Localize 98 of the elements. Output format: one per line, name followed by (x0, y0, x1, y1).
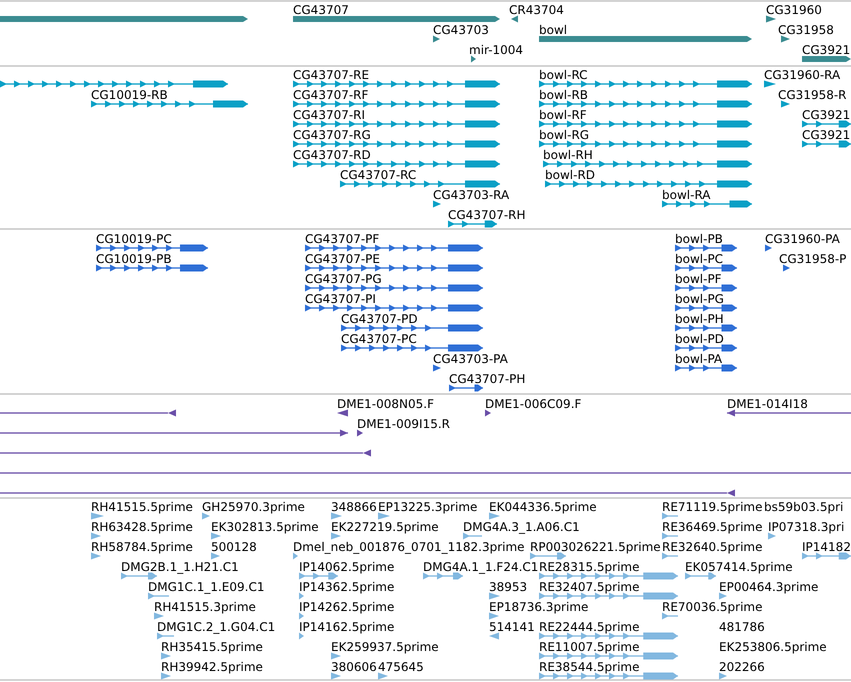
feature-label: CG43707-RF (293, 88, 368, 102)
feature-label: IP14062.5prime (299, 560, 394, 574)
feature-label: CG3921 (802, 128, 850, 142)
feature-label: RE38544.5prime (539, 660, 640, 674)
feature-label: bowl-PD (675, 332, 724, 346)
feature-label: 38953 (489, 580, 528, 594)
feature-label: RP003026221.5prime (530, 540, 661, 554)
feature-label: RH63428.5prime (91, 520, 193, 534)
feature-label: EK057414.5prime (685, 560, 793, 574)
feature-label: bowl-RG (539, 128, 590, 142)
feature-label: RE32640.5prime (662, 540, 762, 554)
feature-label: CG31958 (778, 23, 834, 37)
feature-label: RE22444.5prime (539, 620, 640, 634)
feature-label: RH41515.5prime (91, 500, 193, 514)
feature-label: CG10019-RB (91, 88, 168, 102)
feature-label: CG10019-PC (96, 232, 172, 246)
feature-label: 380606 (331, 660, 377, 674)
feature-label: CG43707-RH (448, 208, 526, 222)
feature-label: CG43707-RI (293, 108, 366, 122)
feature-label: CG10019-PB (96, 252, 172, 266)
feature-label: RE71119.5prime (662, 500, 762, 514)
feature-label: CG43707-PG (305, 272, 382, 286)
feature-label: CG43703-PA (433, 352, 508, 366)
feature-label: DMG2B.1_1.H21.C1 (121, 560, 239, 574)
feature-label: 514141 (489, 620, 535, 634)
feature-label: DMG1C.2_1.G04.C1 (157, 620, 276, 634)
feature-label: CR43704 (509, 3, 564, 17)
feature-label: CG43703-RA (433, 188, 510, 202)
feature-label: RE11007.5prime (539, 640, 640, 654)
feature-label: 481786 (719, 620, 765, 634)
feature-label: CG43707-PD (341, 312, 418, 326)
feature-label: EP00464.3prime (719, 580, 818, 594)
feature-label: EK227219.5prime (331, 520, 439, 534)
feature-label: bowl-RF (539, 108, 587, 122)
feature-label: CG43707-PI (305, 292, 376, 306)
feature-label: IP07318.3pri (768, 520, 844, 534)
feature-label: CG31958-R (778, 88, 847, 102)
feature-label: CG43707-PH (449, 372, 526, 386)
feature-label: EK044336.5prime (489, 500, 597, 514)
feature-label: bowl-PA (675, 352, 722, 366)
feature-label: DME1-014I18 (727, 397, 808, 411)
feature-label: bowl-RC (539, 68, 588, 82)
feature-label: RH35415.5prime (161, 640, 263, 654)
feature-label: EK259937.5prime (331, 640, 439, 654)
feature-label: RE32407.5prime (539, 580, 640, 594)
feature-label: RE36469.5prime (662, 520, 762, 534)
feature-label: CG31960 (766, 3, 822, 17)
feature-label: EK302813.5prime (211, 520, 319, 534)
feature-label: Dmel_neb_001876_0701_1182.3prime (293, 540, 525, 554)
feature-label: CG43707-PF (305, 232, 380, 246)
feature-label: bowl-PB (675, 232, 723, 246)
feature-label: DMG1C.1_1.E09.C1 (148, 580, 264, 594)
feature-label: CG3921 (802, 108, 850, 122)
feature-label: CG43707-PE (305, 252, 380, 266)
feature-label: CG43707 (293, 3, 349, 17)
feature-label: RE28315.5prime (539, 560, 640, 574)
feature-label: bowl-PF (675, 272, 722, 286)
feature-label: CG43707-RG (293, 128, 371, 142)
feature-label: CG43707-PC (341, 332, 417, 346)
feature-label: CG43707-RE (293, 68, 370, 82)
feature-label: bs59b03.5pri (764, 500, 844, 514)
feature-label: CG3921 (802, 43, 850, 57)
feature-label: bowl-PG (675, 292, 724, 306)
feature-label: IP14162.5prime (299, 620, 394, 634)
feature-label: DME1-008N05.F (337, 397, 434, 411)
feature-label: IP14182 (802, 540, 851, 554)
feature-label: DMG4A.1_1.F24.C1 (423, 560, 538, 574)
feature-label: CG43707-RC (340, 168, 416, 182)
feature-label: EP13225.3prime (378, 500, 478, 514)
feature-label: RH41515.3prime (154, 600, 256, 614)
feature-label: bowl (539, 23, 568, 37)
feature-label: 475645 (378, 660, 424, 674)
feature-label: DME1-009I15.R (357, 417, 450, 431)
feature-label: EK253806.5prime (719, 640, 827, 654)
feature-label: RE70036.5prime (662, 600, 762, 614)
feature-label: bowl-RD (545, 168, 596, 182)
feature-label: 202266 (719, 660, 765, 674)
feature-label: bowl-RH (543, 148, 593, 162)
feature-label: EP18736.3prime (489, 600, 588, 614)
feature-label: CG43707-RD (293, 148, 371, 162)
feature-label: IP14262.5prime (299, 600, 394, 614)
feature-label: 500128 (211, 540, 257, 554)
feature-label: DMG4A.3_1.A06.C1 (463, 520, 580, 534)
feature-label: GH25970.3prime (202, 500, 305, 514)
feature-label: RH39942.5prime (161, 660, 263, 674)
feature-label: CG31958-P (779, 252, 846, 266)
feature-label: bowl-PC (675, 252, 724, 266)
feature-label: bowl-PH (675, 312, 724, 326)
feature-label: bowl-RA (662, 188, 710, 202)
feature-label: bowl-RB (539, 88, 588, 102)
feature-label: CG31960-RA (764, 68, 840, 82)
feature-label: RH58784.5prime (91, 540, 193, 554)
feature-label: IP14362.5prime (299, 580, 394, 594)
feature-label: CG43703 (433, 23, 489, 37)
feature-label: CG31960-PA (765, 232, 840, 246)
feature-label: 348866 (331, 500, 377, 514)
feature-label: DME1-006C09.F (485, 397, 582, 411)
feature-label: mir-1004 (469, 43, 524, 57)
